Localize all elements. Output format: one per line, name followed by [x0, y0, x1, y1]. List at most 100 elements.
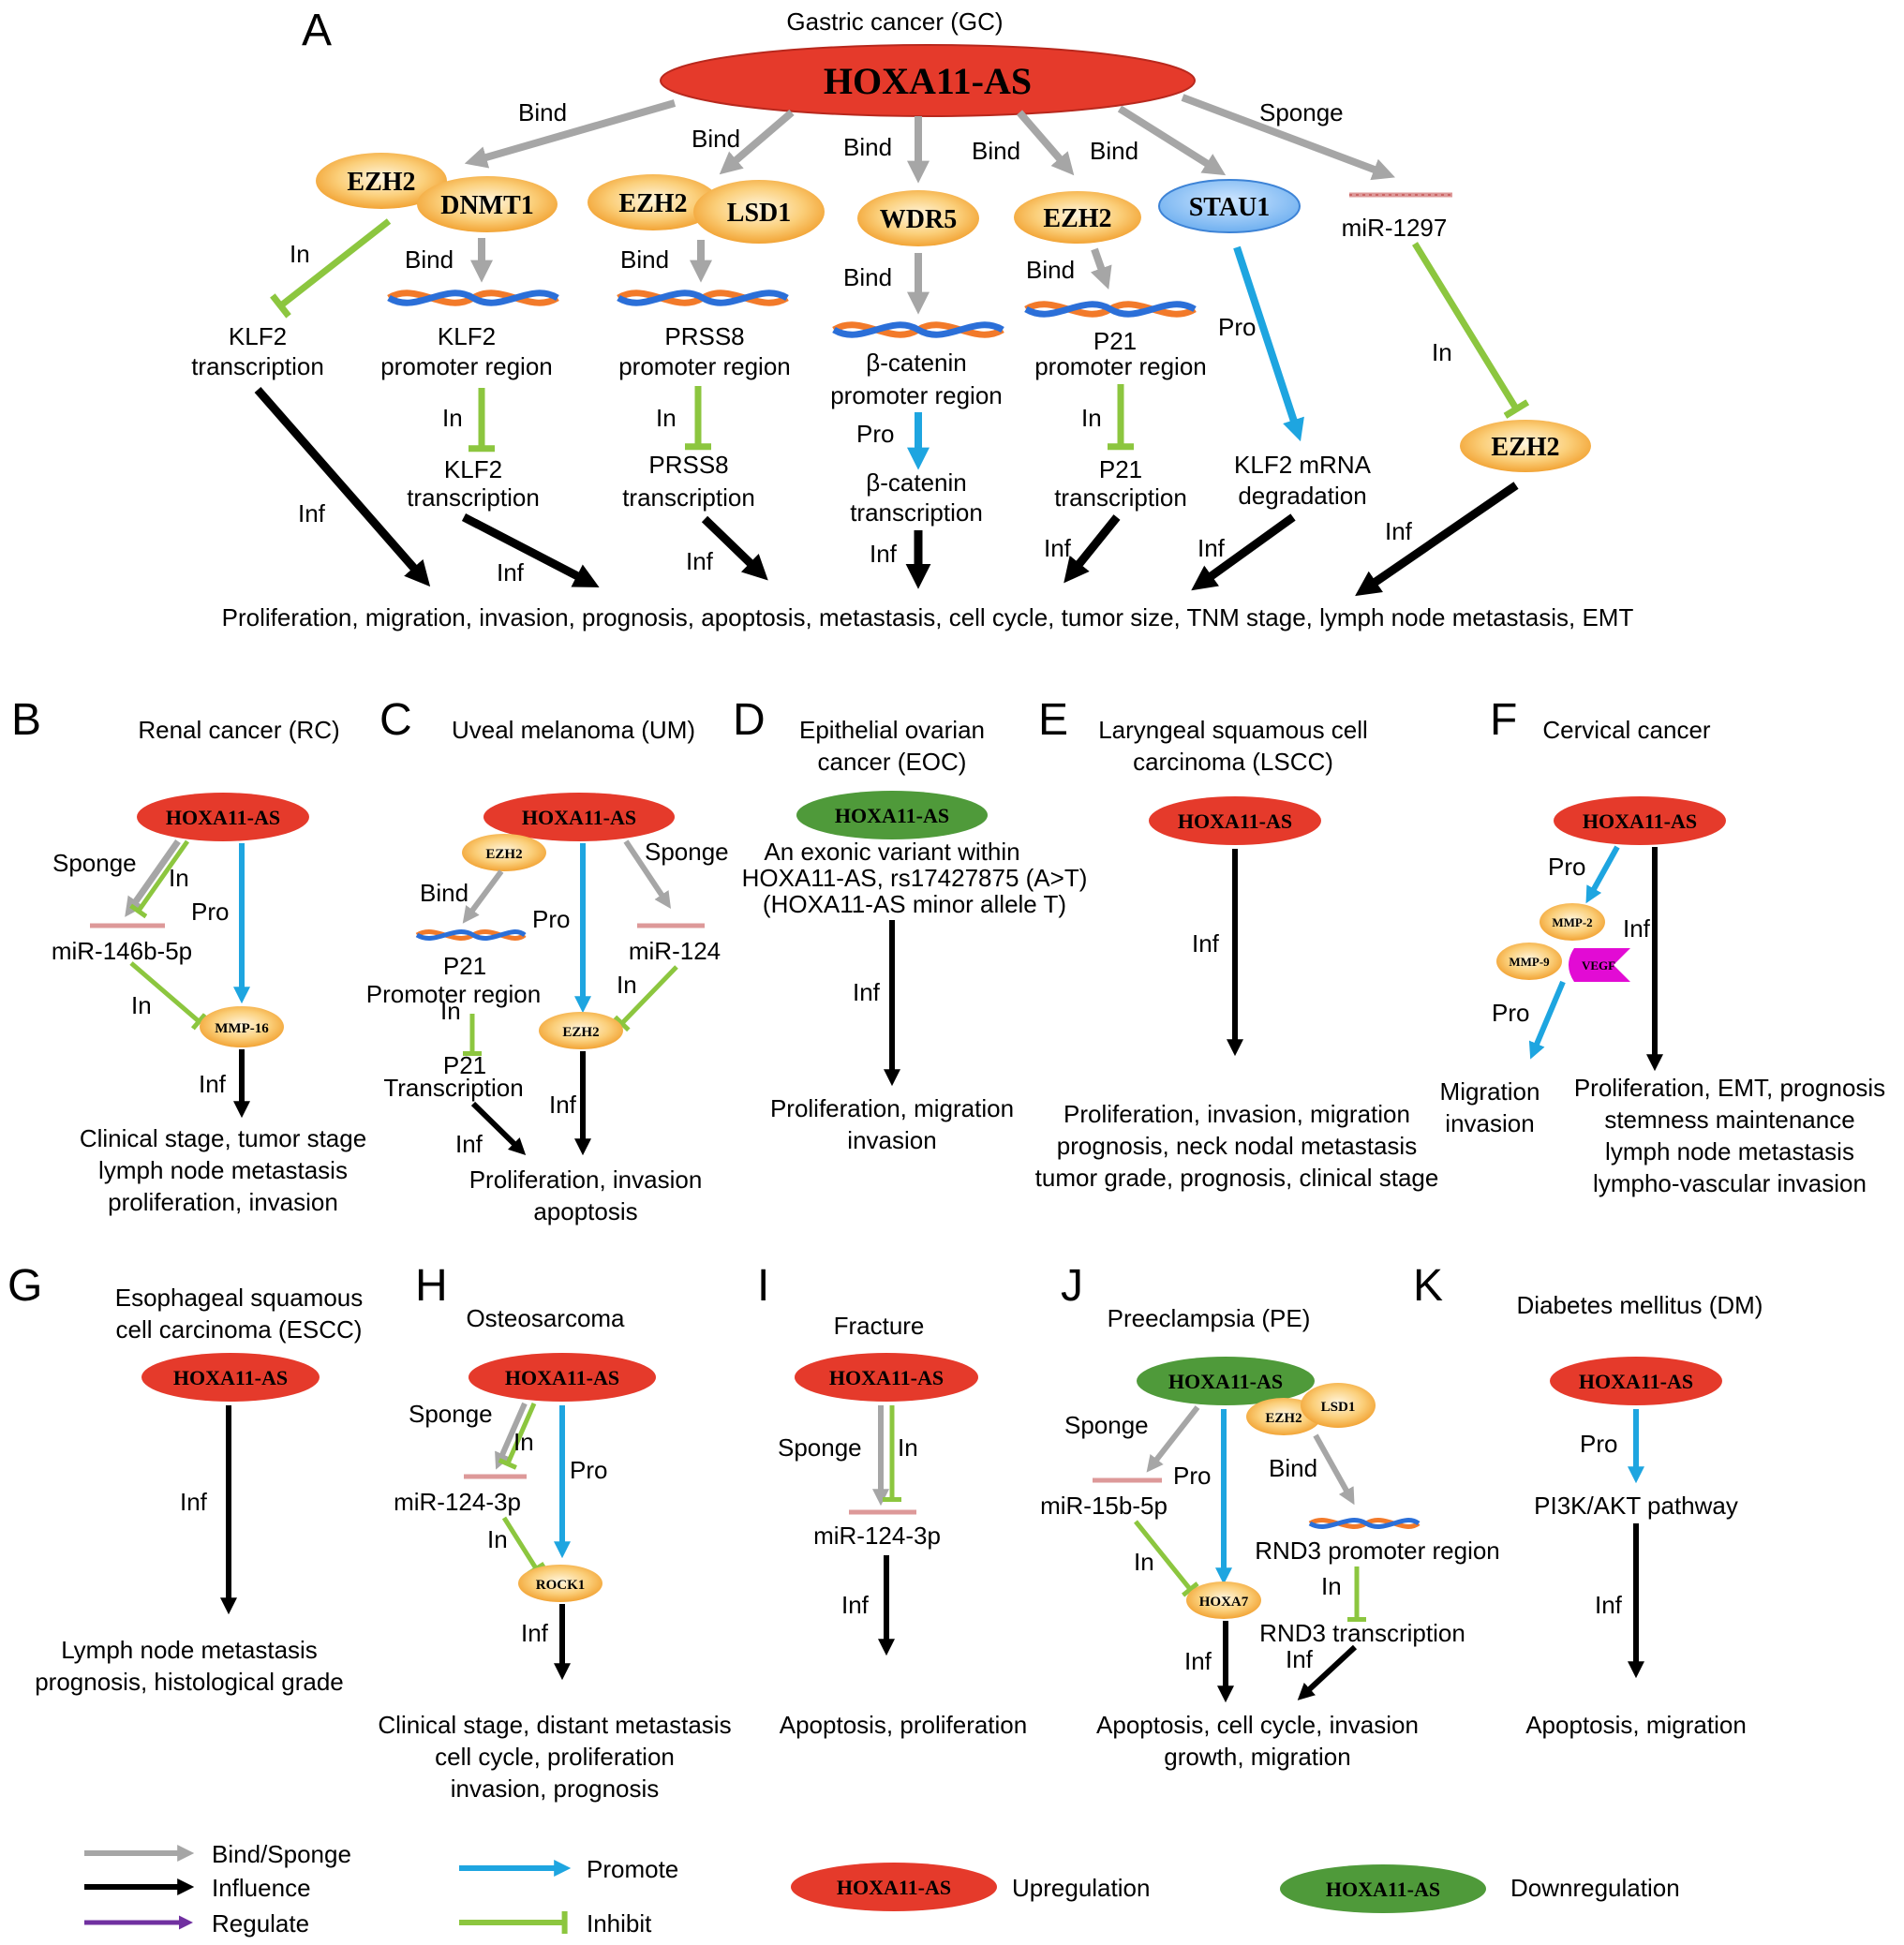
- hoxa11-as-node: [483, 793, 675, 841]
- lsd1-protein: [693, 180, 825, 244]
- hoxa11-as-label: HOXA11-AS: [1178, 809, 1292, 833]
- edge-label: Inf: [497, 558, 525, 586]
- edge-label: In: [440, 997, 461, 1025]
- hoxa11-as-node: [796, 791, 988, 839]
- edge-label: Pro: [1218, 313, 1256, 341]
- edge-label: Sponge: [409, 1400, 493, 1428]
- promote-arrow: [1233, 245, 1304, 442]
- edge-label: Pro: [1492, 999, 1529, 1027]
- sponge-arrow: [623, 839, 671, 909]
- protein-label: LSD1: [1321, 1400, 1356, 1415]
- hoxa11-as-label: HOXA11-AS: [835, 804, 949, 827]
- edge-label: Inf: [1197, 534, 1226, 562]
- protein-label: WDR5: [880, 205, 957, 234]
- ezh2-protein: [462, 834, 546, 871]
- panel-letter: G: [7, 1261, 42, 1311]
- variant-text: An exonic variant within: [764, 838, 1019, 866]
- hoxa11-as-node: [660, 44, 1196, 117]
- outcome-text: stemness maintenance: [1604, 1106, 1854, 1134]
- panel-title: Epithelial ovarian: [799, 716, 985, 744]
- outcome-text: Apoptosis, cell cycle, invasion: [1096, 1711, 1419, 1739]
- protein-label: ROCK1: [536, 1578, 586, 1593]
- legend-label: Bind/Sponge: [212, 1840, 351, 1868]
- panel-letter: D: [733, 695, 766, 745]
- hoxa11-as-label: HOXA11-AS: [505, 1366, 619, 1389]
- node-text: transcription: [1054, 483, 1187, 512]
- variant-text: HOXA11-AS, rs17427875 (A>T): [742, 864, 1088, 892]
- hoxa11-as-label: HOXA11-AS: [1168, 1370, 1283, 1393]
- hoxa11-as-node: [469, 1353, 656, 1402]
- protein-label: EZH2: [1491, 433, 1559, 462]
- outcome-text: invasion, prognosis: [451, 1774, 660, 1803]
- edge-label: In: [1321, 1572, 1342, 1600]
- edge-label: Inf: [455, 1130, 483, 1158]
- protein-label: MMP-2: [1552, 915, 1592, 929]
- hoxa11-as-label: HOXA11-AS: [824, 60, 1032, 102]
- dna-icon: [387, 290, 559, 306]
- node-text: P21: [1099, 455, 1142, 483]
- hoxa7-protein: [1186, 1581, 1261, 1619]
- influence-arrow: [1297, 1644, 1358, 1700]
- inhibit-arrow: [613, 965, 678, 1032]
- legend-label: Regulate: [212, 1909, 309, 1938]
- outcome-text: lymph node metastasis: [1605, 1137, 1854, 1166]
- ezh2-protein: [316, 153, 447, 209]
- mirna-label: miR-124-3p: [813, 1522, 941, 1550]
- protein-label: EZH2: [618, 189, 687, 218]
- bind-arrow: [719, 109, 795, 175]
- node-text: KLF2: [444, 455, 502, 483]
- protein-label: DNMT1: [440, 191, 534, 220]
- edge-label: Inf: [549, 1091, 577, 1119]
- outcome-text: Proliferation, migration: [770, 1094, 1014, 1122]
- panel-title: Osteosarcoma: [466, 1304, 625, 1332]
- legend-downregulation-node: [1280, 1864, 1486, 1913]
- outcome-text: growth, migration: [1164, 1743, 1350, 1771]
- edge-label: In: [1432, 338, 1452, 366]
- node-text: transcription: [622, 483, 755, 512]
- node-text: promoter region: [830, 381, 1003, 409]
- node-text: KLF2: [438, 322, 496, 350]
- panel-letter: A: [302, 6, 332, 55]
- outcome-text: lympho-vascular invasion: [1593, 1169, 1867, 1197]
- panel-letter: K: [1413, 1261, 1443, 1311]
- hoxa11-as-node: [1550, 1357, 1722, 1405]
- edge-label: Inf: [1192, 929, 1220, 958]
- mirna-label: miR-15b-5p: [1040, 1492, 1168, 1520]
- protein-label: EZH2: [485, 847, 522, 862]
- edge-label: Bind: [1090, 137, 1138, 165]
- node-text: P21: [443, 1051, 486, 1079]
- panel-title: Uveal melanoma (UM): [452, 716, 695, 744]
- hoxa11-as-label: HOXA11-AS: [522, 806, 636, 829]
- panel-e: E Laryngeal squamous cell carcinoma (LSC…: [1035, 695, 1439, 1192]
- stau1-protein: [1158, 179, 1301, 233]
- influence-arrow: [701, 515, 768, 581]
- edge-label: Bind: [405, 245, 454, 274]
- panel-letter: F: [1490, 695, 1517, 745]
- outcome-text: prognosis, histological grade: [35, 1668, 344, 1696]
- hoxa11-as-label: HOXA11-AS: [829, 1366, 944, 1389]
- rock1-protein: [518, 1565, 602, 1602]
- inhibit-arrow: [501, 1516, 546, 1576]
- outcome-text: Proliferation, migration, invasion, prog…: [222, 603, 1634, 631]
- edge-label: In: [513, 1428, 534, 1456]
- edge-label: Bind: [1269, 1454, 1317, 1482]
- node-text: β-catenin: [866, 349, 966, 377]
- edge-label: Sponge: [52, 849, 137, 877]
- ezh2-protein: [1014, 191, 1141, 244]
- inhibit-arrow: [1412, 242, 1530, 419]
- node-text: KLF2: [229, 322, 287, 350]
- mmp9-protein: [1496, 943, 1562, 980]
- protein-label: VEGF: [1582, 958, 1615, 972]
- edge-label: Pro: [532, 905, 570, 933]
- panel-letter: C: [379, 695, 412, 745]
- hoxa11-as-node: [1137, 1357, 1315, 1405]
- sponge-arrow: [1181, 94, 1395, 181]
- node-text: KLF2 mRNA: [1234, 451, 1372, 479]
- panel-letter: I: [757, 1261, 769, 1311]
- edge-label: Inf: [298, 499, 326, 527]
- outcome-text: Migration: [1440, 1077, 1540, 1106]
- legend-label: Promote: [587, 1855, 678, 1883]
- dna-icon: [1308, 1518, 1421, 1529]
- panel-title: Esophageal squamous: [115, 1284, 364, 1312]
